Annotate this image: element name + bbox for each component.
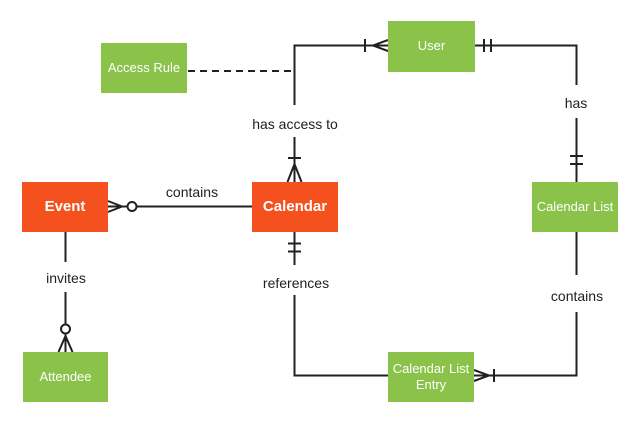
zero-ring-icon (60, 323, 71, 335)
entity-label: Access Rule (107, 59, 181, 75)
relationship-line-has-access-to (286, 39, 389, 183)
many-crows-foot-icon (107, 200, 125, 213)
zero-ring-icon (126, 201, 138, 212)
many-crows-foot-icon (57, 333, 74, 353)
connector-segment (293, 295, 388, 377)
entity-attendee[interactable]: Attendee (23, 352, 108, 402)
relationship-label-references: references (259, 275, 333, 291)
connector-segment (475, 44, 578, 85)
entity-label: User (417, 38, 446, 54)
entity-label: Calendar (262, 197, 328, 215)
relationship-label-contains-event: contains (165, 184, 219, 200)
relationship-label-invites: invites (43, 270, 89, 286)
relationship-label-contains-list: contains (547, 288, 607, 304)
entity-calendar-list[interactable]: Calendar List (532, 182, 618, 232)
many-crows-foot-icon (473, 369, 492, 382)
entity-label: Calendar List (536, 198, 614, 214)
relationship-line-contains-event (107, 200, 252, 213)
entity-access-rule[interactable]: Access Rule (101, 43, 187, 93)
relationship-label-has: has (561, 95, 591, 111)
relationship-label-has-access-to: has access to (249, 116, 341, 132)
entity-label: Calendar List Entry (392, 360, 470, 392)
relationship-line-invites (57, 232, 74, 353)
many-crows-foot-icon (286, 161, 303, 183)
entity-calendar-list-entry[interactable]: Calendar List Entry (388, 352, 474, 402)
entity-user[interactable]: User (388, 21, 475, 72)
connector-segment (293, 44, 388, 105)
entity-label: Event (44, 197, 86, 215)
entity-calendar[interactable]: Calendar (252, 182, 338, 232)
entity-label: Attendee (39, 368, 92, 384)
relationship-line-references (288, 232, 388, 377)
many-crows-foot-icon (370, 39, 389, 52)
entity-event[interactable]: Event (22, 182, 108, 232)
connector-segment (474, 312, 578, 377)
relationship-line-contains-list (473, 232, 578, 382)
relationship-line-has (475, 39, 583, 182)
